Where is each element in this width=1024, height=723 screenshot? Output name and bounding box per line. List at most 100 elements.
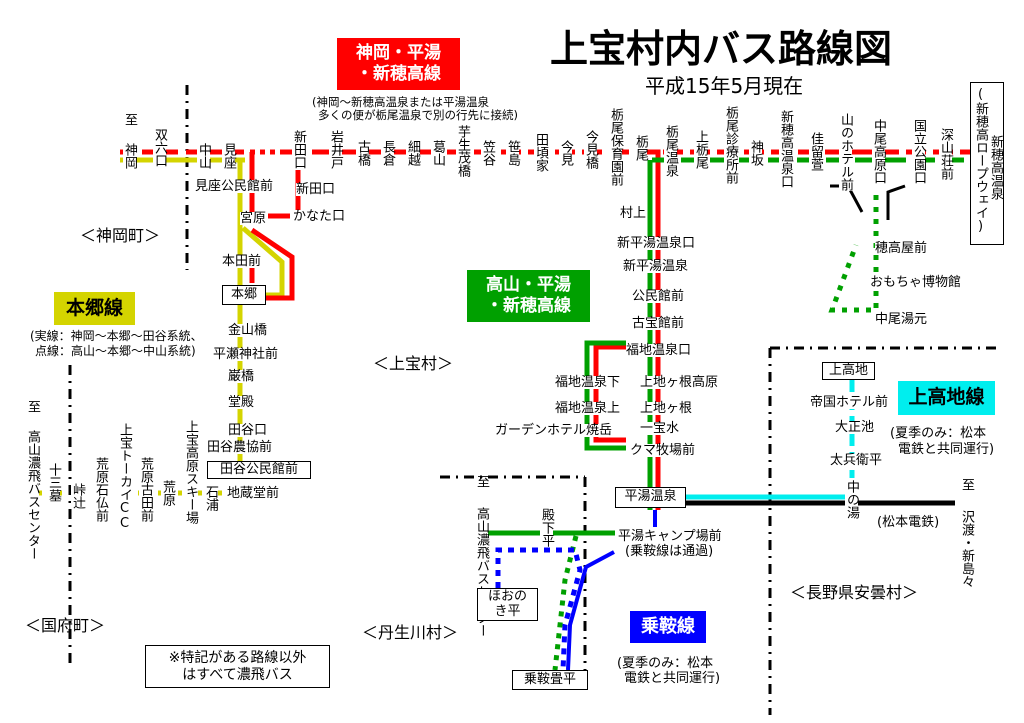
- kamioka-note-1: (神岡～新穂高温泉または平湯温泉: [312, 95, 489, 109]
- ropeway-terminal: (新穂高ロープウェイ) 新穂高温泉: [970, 82, 1004, 245]
- station-label: クマ牧場前: [630, 443, 696, 458]
- station-label: 佳留萱: [808, 132, 823, 171]
- station-label: 上地ヶ根: [640, 401, 693, 416]
- station-label: おもちゃ博物館: [870, 275, 962, 290]
- station-label: 新穂高温泉口: [778, 110, 793, 188]
- station-box-hirayu: 平湯温泉: [615, 487, 686, 508]
- station-label: 至: [122, 113, 137, 126]
- station-label: 石浦: [203, 485, 218, 511]
- station-label: 上宝高原スキー場: [183, 420, 198, 524]
- region-nyukawa: ＜丹生川村＞: [362, 623, 459, 642]
- hongo-note-2: 点線：高山～本郷～中山系統): [35, 344, 196, 358]
- region-kokufu: ＜国府町＞: [25, 616, 106, 635]
- direction-arrows: [830, 184, 906, 220]
- station-label: 上栃尾: [693, 130, 708, 169]
- station-label: 平湯キャンプ場前: [618, 529, 722, 544]
- station-label: 細越: [405, 140, 420, 166]
- station-label: 見座公民館前: [195, 179, 274, 194]
- hongo-line-label: 本郷線: [54, 292, 135, 325]
- station-label: 芋生茂橋: [455, 125, 470, 177]
- kamikochi-note-1: (夏季のみ：松本: [890, 426, 987, 441]
- station-label: 福地温泉下: [555, 375, 621, 390]
- station-label: 山のホテル前: [838, 113, 853, 191]
- station-label: 田谷農協前: [207, 440, 273, 455]
- station-label: 葛山: [430, 140, 445, 166]
- date-label: 平成15年5月現在: [645, 74, 804, 98]
- rail-note: (松本電鉄): [877, 515, 940, 530]
- camp-note: (乗鞍線は通過): [625, 544, 714, 559]
- station-label: 栃尾: [633, 135, 648, 161]
- station-box-honoki: ほおのき平: [477, 588, 538, 621]
- station-box-tanikominkan: 田谷公民館前: [207, 461, 311, 479]
- station-label: 田頃家: [533, 133, 548, 172]
- station-label: 栃尾温泉: [663, 125, 678, 177]
- station-label: 神坂: [748, 140, 763, 166]
- station-label: 公民館前: [632, 289, 685, 304]
- ropeway-name: 新穂高温泉: [987, 135, 1003, 200]
- station-label: 新田口: [291, 130, 306, 169]
- station-label: 笠谷: [480, 140, 495, 166]
- station-label: 巌橋: [228, 369, 255, 384]
- station-label: 見座: [221, 143, 236, 169]
- station-box-kamikochi: 上高地: [822, 362, 875, 380]
- station-label: 長倉: [380, 140, 395, 166]
- station-label: 至: [474, 475, 489, 488]
- station-label: かなた口: [293, 209, 346, 224]
- footnote-line2: はすべて濃飛バス: [182, 666, 293, 683]
- kamikochi-line-label: 上高地線: [898, 381, 995, 415]
- kamioka-line-label: 神岡・平湯 ・新穂高線: [337, 38, 460, 90]
- footnote-box: ※特記がある路線以外 はすべて濃飛バス: [145, 645, 330, 688]
- station-label: 荒原石仏前: [93, 457, 108, 522]
- station-label: 中尾湯元: [875, 312, 928, 327]
- station-label: 平瀬神社前: [213, 347, 279, 362]
- station-label: 神岡: [122, 143, 137, 169]
- takayama-line-label: 高山・平湯 ・新穂高線: [467, 270, 590, 322]
- station-label: 深山荘前: [938, 128, 953, 180]
- norikura-line: [495, 510, 657, 671]
- kamioka-line: [120, 149, 975, 510]
- station-label: 地蔵堂前: [227, 486, 280, 501]
- station-label: 今見: [558, 140, 573, 166]
- station-box-tatamidaira: 乗鞍畳平: [512, 670, 588, 690]
- station-label: 岩井戸: [328, 130, 343, 169]
- station-label: 高山濃飛バスセンター: [25, 430, 40, 560]
- region-kamitakara: ＜上宝村＞: [373, 354, 454, 373]
- station-label: 帝国ホテル前: [810, 395, 889, 410]
- station-label: 上宝トーカイCC: [117, 423, 132, 531]
- label-line2: ・新穂高線: [356, 64, 441, 84]
- station-label: 新平湯温泉: [623, 259, 689, 274]
- station-label: 荒原: [160, 480, 175, 506]
- label-line1: 高山・平湯: [486, 274, 571, 295]
- hongo-note-1: (実線：神岡～本郷～田谷系統、: [30, 329, 203, 343]
- page-title: 上宝村内バス路線図: [550, 27, 893, 71]
- station-label: 荒原古田前: [138, 457, 153, 522]
- station-label: 宮原: [240, 211, 267, 226]
- station-label: 沢渡・新島々: [959, 510, 974, 588]
- station-label: 至: [959, 478, 974, 491]
- station-label: 栃尾保育園前: [608, 108, 623, 186]
- station-label: 峠辻: [70, 483, 85, 509]
- label-line2: ・新穂高線: [486, 296, 571, 316]
- norikura-note-2: 電鉄と共同運行): [624, 671, 721, 686]
- station-label: 栃尾診療所前: [723, 106, 738, 184]
- station-label: 中の湯: [844, 480, 859, 519]
- station-label: 上地ヶ根高原: [640, 375, 719, 390]
- station-label: 穂高屋前: [875, 241, 928, 256]
- ropeway-sub: (新穂高ロープウェイ): [973, 87, 988, 234]
- region-kamioka: ＜神岡町＞: [80, 226, 161, 245]
- station-label: 大正池: [835, 420, 875, 435]
- station-label: 笹島: [505, 140, 520, 166]
- station-box-hongo: 本郷: [222, 285, 266, 305]
- kamikochi-note-2: 電鉄と共同運行): [898, 442, 995, 457]
- kamioka-note-2: 多くの便が栃尾温泉で別の行先に接続): [318, 108, 518, 122]
- station-label: 双六口: [152, 128, 167, 167]
- station-label: 新田口: [296, 182, 336, 197]
- station-label: 今見橋: [583, 130, 598, 169]
- region-azumi: ＜長野県安曇村＞: [790, 583, 919, 602]
- norikura-note-1: (夏季のみ：松本: [617, 656, 714, 671]
- station-label: 村上: [620, 206, 647, 221]
- station-label: 福地温泉上: [555, 401, 621, 416]
- station-label: 福地温泉口: [626, 343, 692, 358]
- station-label: 太兵衛平: [830, 453, 883, 468]
- station-label: 一宝水: [640, 421, 680, 436]
